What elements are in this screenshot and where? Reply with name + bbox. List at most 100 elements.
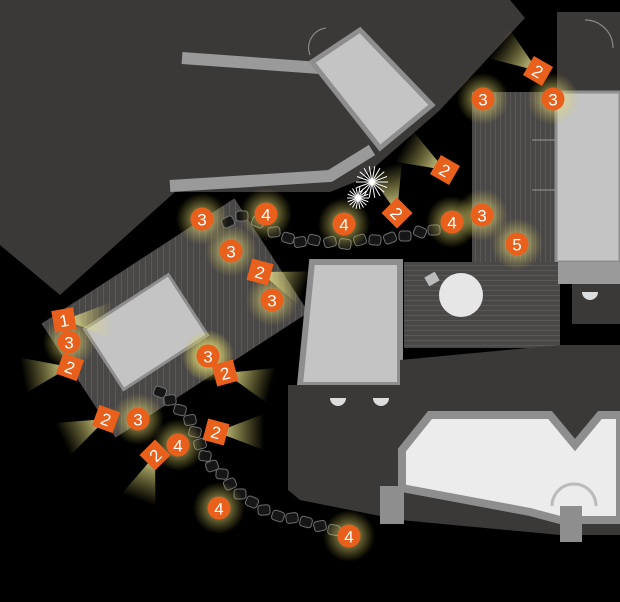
stepping-stone <box>152 385 168 399</box>
square-marker-shape <box>55 352 85 382</box>
round-marker-label: 4 <box>261 206 270 225</box>
half-circle <box>582 292 598 300</box>
round-marker-shape <box>126 407 150 431</box>
square-fixture-marker[interactable]: 1 <box>51 307 77 333</box>
starburst-ray <box>371 181 388 188</box>
square-marker-shape <box>211 359 239 387</box>
starburst <box>356 166 388 198</box>
starburst-ray <box>355 187 359 199</box>
starburst-ray <box>357 190 367 199</box>
round-marker-label: 3 <box>548 91 557 110</box>
central-room <box>296 259 403 388</box>
round-marker-shape <box>337 524 361 548</box>
round-marker-shape <box>254 202 278 226</box>
round-marker-shape <box>440 210 464 234</box>
square-fixture-marker[interactable]: 2 <box>91 404 121 434</box>
starburst-ray <box>356 181 373 188</box>
round-fixture-marker[interactable]: 3 <box>541 87 565 111</box>
round-marker-shape <box>505 232 529 256</box>
round-marker-label: 3 <box>478 91 487 110</box>
square-marker-shape <box>91 404 121 434</box>
stepping-stone <box>285 512 299 524</box>
fixture-beam <box>121 455 156 507</box>
starburst-ray <box>357 187 361 199</box>
round-marker-shape <box>166 433 190 457</box>
stepping-stone <box>215 468 229 480</box>
stepping-stone <box>382 231 398 245</box>
east-annex-2 <box>572 284 620 324</box>
round-marker-shape <box>470 203 494 227</box>
round-marker-label: 3 <box>267 292 276 311</box>
round-fixture-marker[interactable]: 4 <box>440 210 464 234</box>
square-marker-shape <box>246 258 274 286</box>
square-marker-shape <box>139 439 171 471</box>
fixture-beam <box>488 28 538 71</box>
starburst-ray <box>357 197 361 209</box>
round-marker-label: 4 <box>339 216 348 235</box>
starburst-ray <box>371 166 376 183</box>
east-annex <box>558 262 620 284</box>
round-fixture-marker[interactable]: 3 <box>196 344 220 368</box>
square-fixture-marker[interactable]: 2 <box>55 352 85 382</box>
square-marker-shape <box>429 154 461 186</box>
stepping-stone <box>244 495 260 509</box>
round-fixture-marker[interactable]: 3 <box>219 239 243 263</box>
starburst-ray <box>371 167 381 183</box>
starburst-ray <box>349 190 359 199</box>
round-fixture-marker[interactable]: 3 <box>57 330 81 354</box>
square-marker-shape <box>522 55 554 87</box>
fixture-beam <box>19 357 70 394</box>
fixture-beam <box>216 414 264 450</box>
round-fixture-marker[interactable]: 4 <box>166 433 190 457</box>
stepping-stone <box>307 233 321 247</box>
starburst-ray <box>368 181 373 198</box>
stepping-stone <box>368 234 382 246</box>
round-fixture-marker[interactable]: 4 <box>332 212 356 236</box>
starburst-ray <box>357 193 369 199</box>
round-fixture-marker[interactable]: 3 <box>260 288 284 312</box>
fixture-beam <box>225 368 277 403</box>
starburst-ray <box>371 171 385 183</box>
stepping-stone <box>257 504 271 516</box>
door-arc-east <box>532 139 556 191</box>
round-marker-shape <box>332 212 356 236</box>
square-fixture-marker[interactable]: 2 <box>211 359 239 387</box>
round-marker-label: 4 <box>214 500 223 519</box>
round-marker-label: 3 <box>203 348 212 367</box>
round-marker-label: 3 <box>226 243 235 262</box>
lamp-2 <box>373 398 389 406</box>
starburst-ray <box>368 166 373 183</box>
round-fixture-marker[interactable]: 4 <box>337 524 361 548</box>
round-marker-shape <box>219 239 243 263</box>
square-marker-label: 1 <box>58 311 71 331</box>
starburst-ray <box>371 181 376 198</box>
round-marker-label: 3 <box>133 411 142 430</box>
fixture-beam <box>54 419 106 456</box>
square-fixture-marker[interactable]: 2 <box>429 154 461 186</box>
round-marker-shape <box>57 330 81 354</box>
round-fixture-marker[interactable]: 3 <box>126 407 150 431</box>
round-marker-shape <box>190 207 214 231</box>
starburst-ray <box>352 197 359 208</box>
round-fixture-marker[interactable]: 5 <box>505 232 529 256</box>
starburst-ray <box>349 197 359 206</box>
square-fixture-marker[interactable]: 2 <box>381 197 413 229</box>
table-chair <box>424 271 440 287</box>
square-fixture-marker[interactable]: 2 <box>246 258 274 286</box>
starburst-ray <box>363 167 373 183</box>
round-fixture-marker[interactable]: 4 <box>207 496 231 520</box>
starburst-ray <box>357 188 364 199</box>
square-fixture-marker[interactable]: 2 <box>202 418 230 446</box>
square-fixture-marker[interactable]: 2 <box>522 55 554 87</box>
round-fixture-marker[interactable]: 3 <box>471 87 495 111</box>
starburst-ray <box>347 197 359 203</box>
starburst-fixture <box>347 166 388 209</box>
round-marker-label: 3 <box>197 211 206 230</box>
light-fixtures: 334343333434544331222222222 <box>51 55 565 548</box>
round-fixture-marker[interactable]: 3 <box>470 203 494 227</box>
starburst <box>347 187 369 209</box>
starburst-ray <box>356 176 373 183</box>
round-fixture-marker[interactable]: 4 <box>254 202 278 226</box>
square-fixture-marker[interactable]: 2 <box>139 439 171 471</box>
round-fixture-marker[interactable]: 3 <box>190 207 214 231</box>
